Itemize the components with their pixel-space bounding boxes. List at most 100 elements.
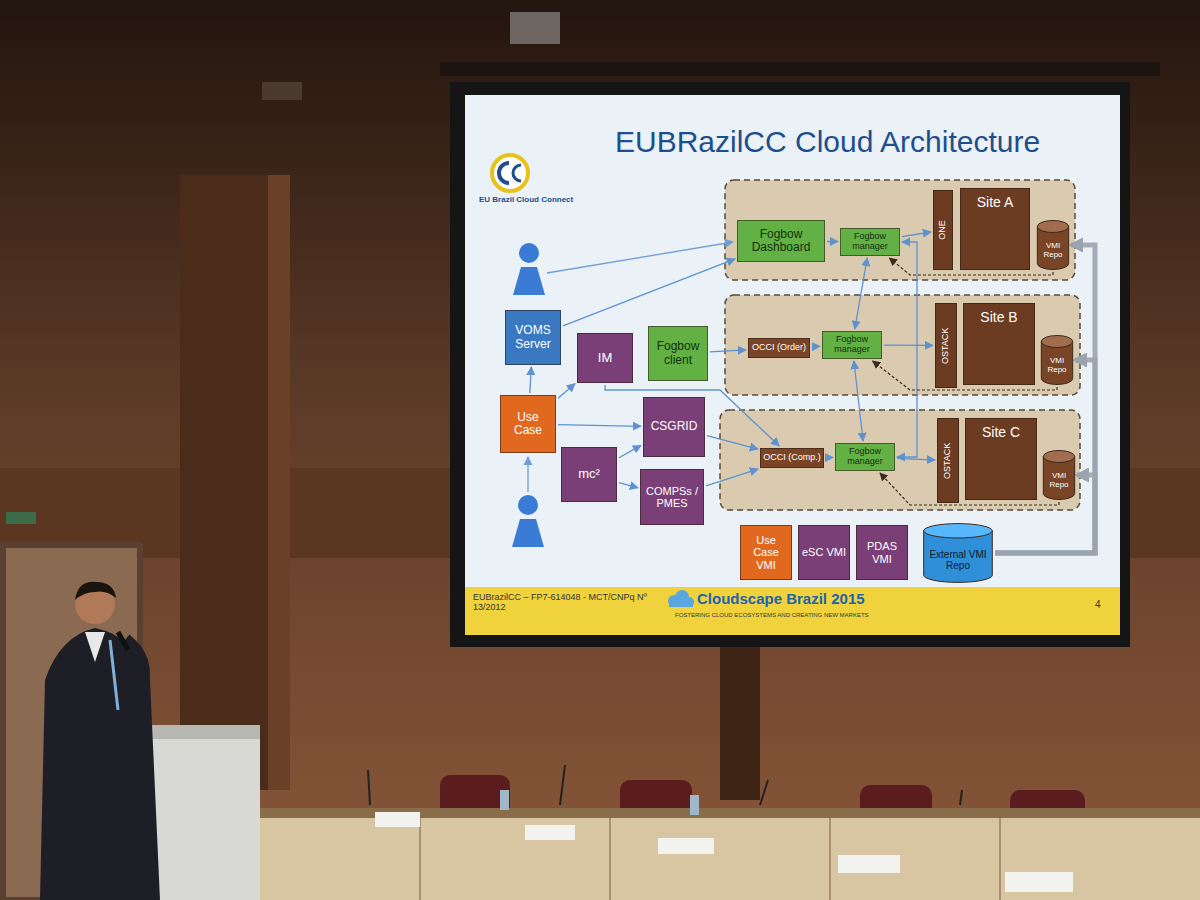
connector bbox=[902, 232, 931, 237]
service-box: mc² bbox=[561, 447, 617, 502]
connector bbox=[605, 385, 779, 446]
node-text: Fogbow client bbox=[651, 340, 705, 366]
connector bbox=[563, 259, 735, 326]
interface-box: OCCI (Order) bbox=[748, 338, 810, 358]
node-text: mc² bbox=[578, 467, 600, 481]
node-text: OSTACK bbox=[941, 327, 951, 363]
connector bbox=[530, 367, 532, 393]
site-box: Site B bbox=[963, 303, 1035, 385]
project-logo bbox=[492, 155, 528, 191]
middleware-bar: OSTACK bbox=[935, 303, 957, 388]
node-text: Site C bbox=[982, 425, 1020, 440]
user-icon bbox=[513, 243, 545, 295]
event-logo-text: Cloudscape Brazil 2015 bbox=[697, 590, 865, 607]
service-box: IM bbox=[577, 333, 633, 383]
microphone bbox=[960, 790, 962, 805]
node-text: OSTACK bbox=[943, 442, 953, 478]
user-icon bbox=[512, 495, 544, 547]
hand-microphone bbox=[118, 632, 128, 650]
connector bbox=[826, 457, 833, 458]
table-panel-line bbox=[609, 818, 611, 900]
site-box: Site C bbox=[965, 418, 1037, 500]
repository-cylinder: VMI Repo bbox=[1037, 220, 1069, 270]
node-text: VMI Repo bbox=[1045, 472, 1073, 490]
lanyard bbox=[110, 640, 118, 710]
table-panel-line bbox=[829, 818, 831, 900]
node-text: Fogbow manager bbox=[843, 232, 897, 252]
transfer-arrow bbox=[995, 475, 1095, 553]
node-text: VOMS Server bbox=[508, 324, 558, 350]
connector bbox=[897, 242, 917, 457]
slide-title: EUBRazilCC Cloud Architecture bbox=[615, 125, 1040, 160]
connector bbox=[619, 445, 641, 457]
vmi-box: Use Case VMI bbox=[740, 525, 792, 580]
ceiling-vent bbox=[510, 12, 560, 44]
vmi-box: PDAS VMI bbox=[856, 525, 908, 580]
repository-cylinder: VMI Repo bbox=[1043, 450, 1075, 500]
connector bbox=[707, 436, 758, 449]
node-text: COMPSs / PMES bbox=[643, 485, 701, 509]
node-text: VMI Repo bbox=[1039, 242, 1067, 260]
cylinder-top bbox=[1041, 336, 1072, 348]
vmi-box: eSC VMI bbox=[798, 525, 850, 580]
use-case-box: Use Case bbox=[500, 395, 556, 453]
client-box: Fogbow client bbox=[648, 326, 708, 381]
cylinder-top bbox=[1043, 451, 1074, 463]
node-text: IM bbox=[598, 351, 612, 365]
site-band bbox=[725, 295, 1080, 395]
site-band bbox=[725, 180, 1075, 280]
screen-housing bbox=[440, 62, 1160, 76]
event-tagline: FOSTERING CLOUD ECOSYSTEMS AND CREATING … bbox=[675, 612, 869, 619]
footer-bar bbox=[465, 587, 1120, 635]
project-logo-part bbox=[499, 163, 509, 183]
user-icon-part bbox=[513, 267, 545, 295]
node-text: ONE bbox=[938, 220, 948, 240]
repository-cylinder: VMI Repo bbox=[1041, 335, 1073, 385]
microphone bbox=[760, 780, 768, 805]
site-box: Site A bbox=[960, 188, 1030, 270]
service-box: COMPSs / PMES bbox=[640, 469, 704, 525]
cylinder-top bbox=[1037, 221, 1068, 233]
node-text: External VMI Repo bbox=[925, 549, 991, 571]
lower-pillar bbox=[720, 640, 760, 800]
node-text: PDAS VMI bbox=[859, 540, 905, 564]
interface-box: OCCI (Comp.) bbox=[760, 448, 824, 468]
manager-box: Fogbow manager bbox=[822, 331, 882, 359]
microphone bbox=[368, 770, 370, 805]
presenter-shirt bbox=[85, 632, 105, 662]
screen-border bbox=[450, 82, 1130, 647]
logo-text: EU Brazil Cloud Connect bbox=[479, 195, 573, 204]
connector bbox=[558, 384, 575, 399]
node-text: eSC VMI bbox=[802, 546, 846, 558]
connector bbox=[710, 350, 746, 352]
user-connector bbox=[547, 242, 733, 273]
page-number: 4 bbox=[1095, 599, 1101, 611]
transfer-arrow bbox=[995, 360, 1095, 553]
connector bbox=[706, 469, 758, 486]
wood-pillar bbox=[180, 175, 290, 790]
connector bbox=[558, 425, 641, 427]
connector bbox=[812, 346, 820, 348]
ceiling-light bbox=[262, 82, 302, 100]
exit-sign bbox=[6, 512, 36, 524]
name-card bbox=[1005, 872, 1073, 892]
connector bbox=[889, 258, 1053, 275]
middleware-bar: OSTACK bbox=[937, 418, 959, 503]
node-text: Use Case bbox=[503, 411, 553, 437]
microphone bbox=[560, 765, 565, 805]
middleware-bar: ONE bbox=[933, 190, 953, 270]
name-card bbox=[658, 838, 714, 854]
connector bbox=[827, 241, 838, 242]
node-text: OCCI (Order) bbox=[752, 343, 806, 353]
service-box: CSGRID bbox=[643, 397, 705, 457]
presenter-body bbox=[40, 628, 160, 900]
footer-text: EUBrazilCC – FP7-614048 - MCT/CNPq Nº 13… bbox=[473, 592, 663, 613]
name-card bbox=[838, 855, 900, 873]
pillar-edge bbox=[268, 175, 290, 790]
table-front bbox=[250, 818, 1200, 900]
user-icon-part bbox=[519, 243, 539, 263]
node-text: Site A bbox=[977, 195, 1014, 210]
site-band bbox=[720, 410, 1080, 510]
node-text: CSGRID bbox=[651, 420, 698, 433]
